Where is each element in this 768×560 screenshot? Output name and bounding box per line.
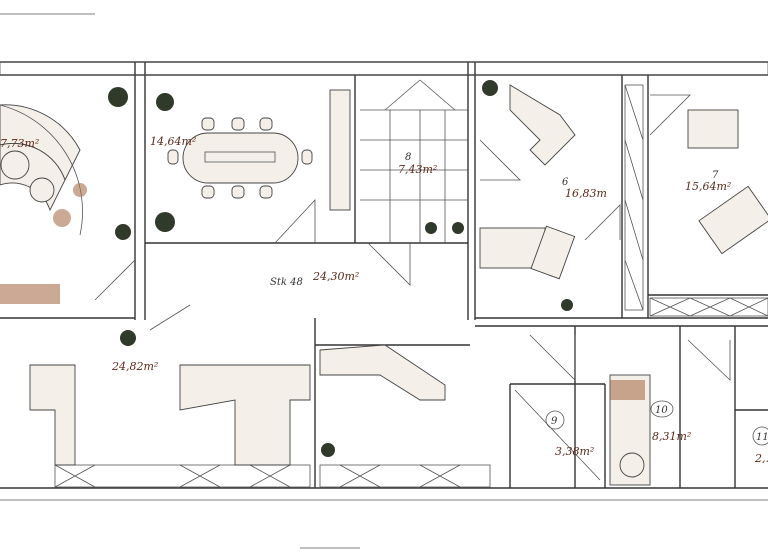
room-area-label: 24,30m²	[312, 270, 359, 283]
room-area-label: 2,..	[754, 452, 768, 465]
corridor-note: Stk 48	[270, 277, 303, 288]
room-area-label: 14,64m²	[150, 135, 196, 148]
room-area-label: 16,83m	[565, 187, 607, 200]
room-number-label: 6	[562, 177, 569, 188]
room-area-label: 15,64m²	[685, 180, 731, 193]
room-labels: 7,73m² 14,64m² 8 7,43m² 24,30m² Stk 48 6…	[0, 135, 768, 465]
room-area-label: 7,43m²	[398, 163, 437, 176]
room-number-label: 9	[551, 416, 558, 427]
plants	[108, 80, 573, 457]
furniture	[0, 84, 768, 486]
room-number-label: 7	[712, 170, 719, 181]
room-number-label: 8	[405, 152, 411, 163]
room-number-label: 11	[756, 432, 768, 443]
room-area-label: 7,73m²	[0, 137, 39, 150]
walls	[0, 13, 768, 549]
room-area-label: 8,31m²	[652, 430, 691, 443]
room-area-label: 24,82m²	[111, 360, 158, 373]
room-number-label: 10	[655, 405, 668, 416]
room-area-label: 3,38m²	[555, 445, 594, 458]
